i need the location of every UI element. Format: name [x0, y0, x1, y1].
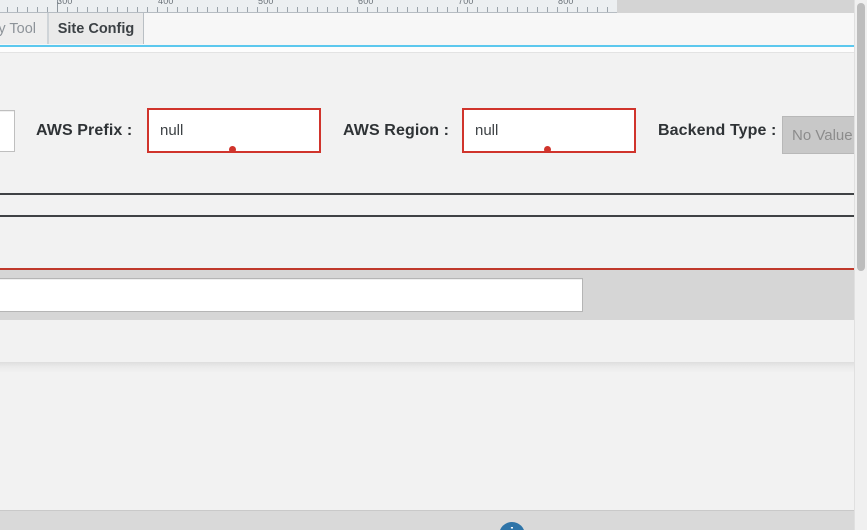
ruler-tick-minor	[67, 7, 68, 12]
ruler-tick-minor	[517, 7, 518, 12]
ruler-label-700: 700	[458, 0, 474, 6]
ruler-tick-minor	[157, 7, 158, 12]
ruler-tick-minor	[257, 7, 258, 12]
ruler-tick-minor	[577, 7, 578, 12]
ruler-tick-minor	[417, 7, 418, 12]
ruler-tick-minor	[337, 7, 338, 12]
ruler-tick-minor	[7, 7, 8, 12]
ruler-tick-major	[57, 0, 58, 12]
ruler-tick-minor	[217, 7, 218, 12]
config-form-row: AWS Prefix : null AWS Region : null Back…	[0, 100, 867, 162]
aws-prefix-required-marker	[229, 146, 236, 153]
ruler-tick-minor	[267, 7, 268, 12]
ruler-tick-minor	[147, 7, 148, 12]
horizontal-ruler: 300 400 500 600 700 800	[0, 0, 617, 13]
ruler-tick-minor	[567, 7, 568, 12]
main-empty-canvas	[0, 372, 855, 510]
error-divider-rule	[0, 268, 855, 270]
aws-region-label: AWS Region :	[343, 122, 450, 139]
ruler-tick-minor	[177, 7, 178, 12]
ruler-tick-minor	[137, 7, 138, 12]
ruler-tick-minor	[97, 7, 98, 12]
ruler-tick-minor	[557, 7, 558, 12]
ruler-tick-minor	[497, 7, 498, 12]
ruler-baseline	[0, 12, 617, 13]
ruler-label-500: 500	[258, 0, 274, 6]
ruler-tick-minor	[607, 7, 608, 12]
ruler-tick-minor	[397, 7, 398, 12]
ruler-tick-minor	[317, 7, 318, 12]
ruler-tick-minor	[327, 7, 328, 12]
lower-plain-area	[0, 320, 855, 362]
ruler-label-300: 300	[57, 0, 73, 6]
ruler-label-800: 800	[558, 0, 574, 6]
ruler-tick-minor	[377, 7, 378, 12]
ruler-tick-minor	[297, 7, 298, 12]
ruler-tick-minor	[27, 7, 28, 12]
ruler-tick-minor	[487, 7, 488, 12]
ruler-tick-minor	[447, 7, 448, 12]
ruler-tick-minor	[187, 7, 188, 12]
ruler-label-400: 400	[158, 0, 174, 6]
ruler-tick-minor	[357, 7, 358, 12]
tab-strip: y Tool Site Config	[0, 13, 867, 47]
ruler-tick-minor	[237, 7, 238, 12]
aws-region-required-marker	[544, 146, 551, 153]
vertical-scrollbar-thumb[interactable]	[857, 3, 865, 271]
ruler-tick-minor	[537, 7, 538, 12]
ruler-right-filler	[617, 0, 867, 13]
ruler-tick-minor	[467, 7, 468, 12]
divider-gap-area	[0, 195, 855, 215]
ruler-tick-minor	[127, 7, 128, 12]
lower-grey-band	[0, 270, 855, 320]
backend-type-select[interactable]: No Value	[782, 116, 867, 154]
ruler-tick-minor	[207, 7, 208, 12]
panel-shadow-strip	[0, 362, 855, 372]
footer-band: i	[0, 510, 855, 530]
ruler-tick-minor	[167, 7, 168, 12]
ruler-tick-minor	[477, 7, 478, 12]
ruler-tick-minor	[107, 7, 108, 12]
ruler-tick-minor	[87, 7, 88, 12]
section-divider-upper	[0, 193, 855, 195]
ruler-tick-minor	[427, 7, 428, 12]
backend-type-label: Backend Type :	[658, 122, 777, 139]
tab-strip-empty-area	[145, 13, 867, 44]
ruler-tick-minor	[117, 7, 118, 12]
ruler-tick-minor	[307, 7, 308, 12]
ruler-tick-minor	[77, 7, 78, 12]
ruler-tick-minor	[247, 7, 248, 12]
ruler-tick-minor	[277, 7, 278, 12]
ruler-tick-minor	[197, 7, 198, 12]
aws-prefix-label: AWS Prefix :	[36, 122, 133, 139]
vertical-scrollbar-track[interactable]	[854, 0, 867, 530]
ruler-tick-minor	[367, 7, 368, 12]
ruler-tick-minor	[407, 7, 408, 12]
info-badge-icon[interactable]: i	[499, 522, 525, 530]
ruler-tick-minor	[387, 7, 388, 12]
ruler-tick-minor	[227, 7, 228, 12]
ruler-tick-minor	[37, 7, 38, 12]
tab-site-config[interactable]: Site Config	[48, 13, 144, 44]
lower-text-input[interactable]	[0, 278, 583, 312]
ruler-tick-minor	[527, 7, 528, 12]
aws-region-input[interactable]: null	[462, 108, 636, 153]
ruler-tick-minor	[17, 7, 18, 12]
ruler-tick-minor	[347, 7, 348, 12]
tab-y-tool[interactable]: y Tool	[0, 13, 48, 44]
ruler-tick-minor	[587, 7, 588, 12]
panel-top-band	[0, 47, 855, 53]
ruler-tick-minor	[287, 7, 288, 12]
empty-section-area	[0, 217, 855, 268]
ruler-tick-minor	[437, 7, 438, 12]
ruler-tick-minor	[47, 7, 48, 12]
ruler-tick-minor	[507, 7, 508, 12]
content-panel: AWS Prefix : null AWS Region : null Back…	[0, 47, 867, 530]
ruler-tick-minor	[457, 7, 458, 12]
ruler-tick-minor	[597, 7, 598, 12]
section-divider-lower	[0, 215, 855, 217]
ruler-label-600: 600	[358, 0, 374, 6]
truncated-left-input[interactable]	[0, 110, 15, 152]
ruler-tick-minor	[547, 7, 548, 12]
